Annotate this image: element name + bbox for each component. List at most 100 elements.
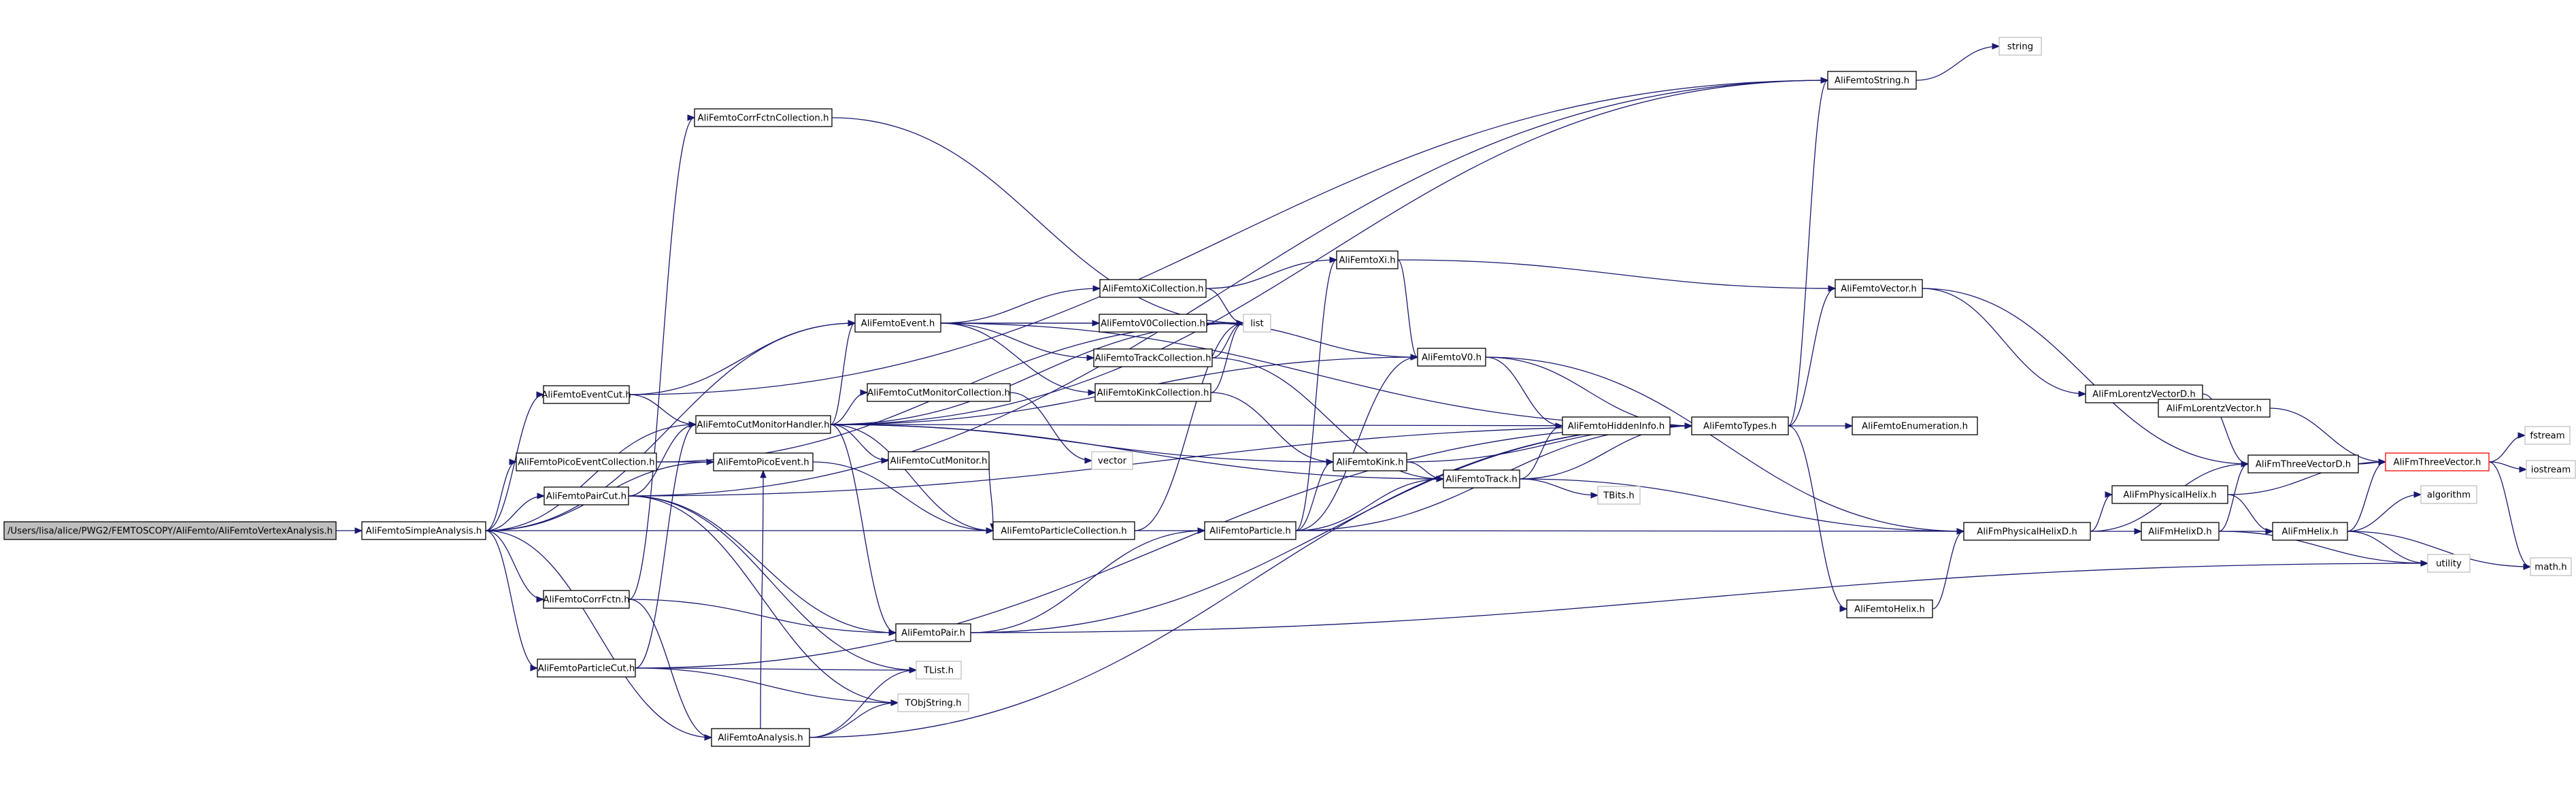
edge-root-to-simple: [336, 527, 363, 534]
edge-simple-to-partcoll: [486, 527, 994, 534]
arrowhead: [2420, 560, 2429, 567]
node-particlecut[interactable]: AliFemtoParticleCut.h: [537, 659, 636, 678]
arrowhead: [530, 665, 539, 671]
edge-kinkcoll-to-kink: [1210, 392, 1335, 465]
node-trackcoll[interactable]: AliFemtoTrackCollection.h: [1093, 348, 1213, 367]
edge-threevec-to-fstream: [2488, 432, 2526, 463]
edge-analysis-to-picoevent: [760, 469, 767, 729]
node-box: [888, 451, 990, 470]
edge-line: [830, 322, 856, 425]
node-corrcoll[interactable]: AliFemtoCorrFctnCollection.h: [694, 108, 833, 127]
edge-line: [629, 80, 1828, 395]
edge-hidden-to-types: [1670, 422, 1693, 429]
node-label: AliFemtoCutMonitorHandler.h: [697, 420, 829, 431]
node-analysis[interactable]: AliFemtoAnalysis.h: [711, 728, 810, 747]
node-v0[interactable]: AliFemtoV0.h: [1417, 348, 1486, 367]
edge-line: [1788, 288, 1836, 427]
edge-corrfctn-to-pair: [629, 599, 897, 636]
node-box: [1597, 486, 1641, 505]
edge-line: [1519, 478, 1599, 496]
edge-particlecut-to-tobjstring: [635, 667, 899, 706]
edge-xicoll-to-xi: [1205, 256, 1338, 289]
node-pair[interactable]: AliFemtoPair.h: [895, 623, 971, 642]
edge-v0coll-to-v0: [1206, 322, 1419, 361]
node-hidden[interactable]: AliFemtoHiddenInfo.h: [1562, 416, 1671, 435]
node-picocoll[interactable]: AliFemtoPicoEventCollection.h: [516, 452, 657, 471]
node-box: [1094, 383, 1211, 402]
node-kinkcoll[interactable]: AliFemtoKinkCollection.h: [1094, 383, 1211, 402]
node-box: [2272, 522, 2348, 541]
arrowhead: [2413, 491, 2422, 498]
arrowhead: [1326, 459, 1335, 465]
arrowhead: [2519, 466, 2528, 473]
arrowhead: [687, 114, 696, 121]
arrowhead: [2523, 563, 2532, 570]
node-v0coll[interactable]: AliFemtoV0Collection.h: [1099, 314, 1207, 333]
node-xicoll[interactable]: AliFemtoXiCollection.h: [1099, 279, 1207, 298]
node-physhelixd[interactable]: AliFmPhysicalHelixD.h: [1963, 522, 2091, 541]
node-corrfctn[interactable]: AliFemtoCorrFctn.h: [543, 590, 630, 609]
node-box: [694, 108, 833, 127]
node-types[interactable]: AliFemtoTypes.h: [1691, 416, 1789, 435]
node-femvector[interactable]: AliFemtoVector.h: [1835, 279, 1923, 298]
node-event[interactable]: AliFemtoEvent.h: [854, 314, 941, 333]
edge-line: [830, 424, 1692, 427]
arrowhead: [888, 629, 897, 636]
node-particle[interactable]: AliFemtoParticle.h: [1204, 521, 1297, 540]
node-label: AliFemtoCutMonitorCollection.h: [867, 388, 1010, 399]
node-box: [2158, 399, 2271, 418]
node-simple[interactable]: AliFemtoSimpleAnalysis.h: [361, 521, 486, 540]
node-helixd[interactable]: AliFmHelixD.h: [2141, 522, 2220, 541]
arrowhead: [1436, 476, 1445, 482]
arrowhead: [848, 320, 856, 327]
edge-types-to-femvector: [1788, 285, 1837, 427]
node-cutmon[interactable]: AliFemtoCutMonitor.h: [888, 451, 990, 470]
edge-line: [1211, 322, 1244, 359]
node-threevec[interactable]: AliFmThreeVector.h: [2385, 452, 2490, 471]
edge-line: [1788, 425, 1847, 610]
node-iostream: iostream: [2526, 460, 2576, 479]
edge-line: [2269, 408, 2386, 463]
node-track[interactable]: AliFemtoTrack.h: [1443, 469, 1520, 488]
edge-line: [970, 530, 1205, 633]
node-paircut[interactable]: AliFemtoPairCut.h: [543, 486, 629, 505]
arrowhead: [1197, 527, 1206, 534]
node-threevecd[interactable]: AliFmThreeVectorD.h: [2247, 454, 2359, 473]
node-enumer[interactable]: AliFemtoEnumeration.h: [1852, 416, 1978, 435]
node-cmhandler[interactable]: AliFemtoCutMonitorHandler.h: [695, 415, 831, 434]
edge-cmhandler-to-event: [830, 320, 856, 425]
node-kink[interactable]: AliFemtoKink.h: [1333, 452, 1407, 471]
arrowhead: [986, 527, 994, 534]
node-box: [2247, 454, 2359, 473]
edge-event-to-trackcoll: [940, 322, 1095, 361]
edge-line: [485, 495, 545, 531]
edge-line: [635, 424, 697, 669]
node-eventcut[interactable]: AliFemtoEventCut.h: [541, 385, 631, 404]
node-label: TBits.h: [1603, 491, 1635, 501]
node-cmcoll[interactable]: AliFemtoCutMonitorCollection.h: [867, 383, 1011, 402]
node-lorentz[interactable]: AliFmLorentzVector.h: [2158, 399, 2271, 418]
node-box: [2385, 452, 2490, 471]
node-helix[interactable]: AliFmHelix.h: [2272, 522, 2348, 541]
arrowhead: [688, 421, 697, 428]
node-label: utility: [2436, 559, 2462, 569]
node-box: [1243, 314, 1271, 333]
edge-line: [1916, 46, 2000, 81]
node-picoevent[interactable]: AliFemtoPicoEvent.h: [713, 452, 814, 471]
node-box: [2524, 426, 2571, 445]
node-physhelix[interactable]: AliFmPhysicalHelix.h: [2111, 485, 2228, 504]
edge-kinkcoll-to-list: [1210, 320, 1245, 393]
node-femhelix[interactable]: AliFemtoHelix.h: [1846, 599, 1933, 618]
edge-line: [1295, 461, 1334, 531]
node-partcoll[interactable]: AliFemtoParticleCollection.h: [992, 521, 1135, 540]
arrowhead: [1956, 528, 1965, 535]
node-femstring[interactable]: AliFemtoString.h: [1827, 71, 1917, 90]
arrowhead: [1992, 43, 2001, 50]
arrowhead: [2265, 528, 2274, 535]
node-box: [1333, 452, 1407, 471]
node-xi[interactable]: AliFemtoXi.h: [1336, 250, 1399, 269]
edge-v0-to-physhelixd: [1485, 356, 1965, 535]
arrowhead: [1088, 389, 1097, 396]
edge-cmhandler-to-pair: [830, 424, 897, 636]
